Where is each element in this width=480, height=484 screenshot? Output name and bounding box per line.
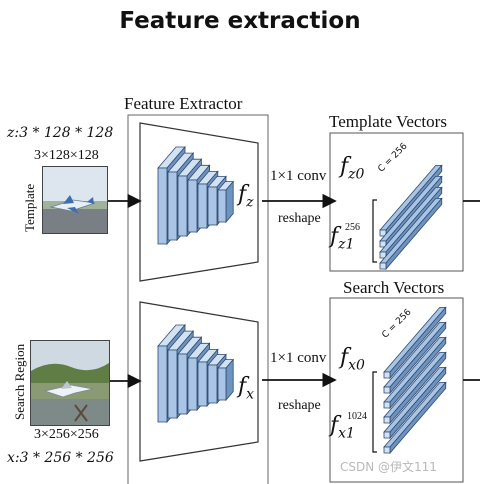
cnn-layer-front — [207, 364, 218, 404]
vector-bar-end — [379, 262, 387, 270]
template-vector-label-top: fz0 — [340, 154, 365, 183]
search-conv-label: 1×1 conv — [270, 350, 327, 366]
template-image — [42, 166, 108, 234]
search-vector-label-bottom: fx1 — [330, 413, 355, 442]
template-vector-label-bottom: fz1 — [330, 224, 355, 253]
template-vector-bars — [379, 164, 443, 271]
cnn-layer-front — [207, 186, 218, 226]
watermark: CSDN @伊文111 — [340, 460, 437, 474]
vector-bar-end — [383, 431, 391, 439]
search-count-bracket — [372, 371, 377, 453]
search-vector-subscript-top: x0 — [348, 357, 365, 374]
template-side-label: Template — [22, 183, 37, 232]
search-shape-formula: x:3 * 256 * 256 — [7, 450, 114, 466]
search-vector-subscript-bottom: x1 — [338, 425, 355, 442]
vector-bar-end — [383, 401, 391, 409]
template-shape-formula: z:3 * 128 * 128 — [7, 125, 114, 141]
feature-extractor-title: Feature Extractor — [124, 94, 243, 113]
cnn-layer-front — [167, 349, 178, 419]
cnn-layer-front — [217, 367, 227, 401]
search-output-label: fx — [238, 374, 255, 403]
cnn-layer-front — [217, 189, 227, 223]
page-title: Feature extraction — [119, 8, 361, 34]
cnn-layer-front — [197, 183, 208, 229]
template-extractor-funnel — [139, 122, 259, 282]
search-cnn-stack — [157, 323, 235, 424]
cnn-layer-front — [187, 357, 198, 411]
template-conv-label: 1×1 conv — [270, 168, 327, 184]
cnn-layer-front — [157, 167, 168, 245]
cnn-layer-front — [157, 345, 168, 423]
cnn-layer-front — [177, 175, 188, 237]
search-size-label: 3×256×256 — [34, 427, 99, 442]
vector-bar-end — [383, 386, 391, 394]
vector-bar-end — [383, 416, 391, 424]
template-reshape-label: reshape — [278, 211, 321, 226]
search-side-label: Search Region — [12, 343, 27, 420]
vector-bar-end — [383, 371, 391, 379]
template-output-subscript: z — [246, 194, 254, 211]
template-count-bracket — [372, 199, 377, 263]
template-vector-subscript-bottom: z1 — [338, 236, 355, 253]
template-cnn-stack — [157, 145, 235, 246]
cnn-layer-front — [167, 171, 178, 241]
search-count-label: 1024 — [347, 411, 367, 422]
search-vectors-box — [329, 297, 464, 483]
template-output-label: fz — [238, 182, 254, 211]
search-vector-bars — [383, 306, 447, 455]
search-vector-label-top: fx0 — [340, 345, 365, 374]
search-extractor-funnel — [139, 301, 259, 462]
cnn-layer-front — [187, 179, 198, 233]
feature-extractor-box — [127, 114, 269, 484]
template-vector-subscript-top: z0 — [348, 166, 365, 183]
template-count-label: 256 — [345, 222, 360, 233]
search-region-image — [30, 340, 110, 426]
search-reshape-label: reshape — [278, 398, 321, 413]
cnn-layer-front — [177, 353, 188, 415]
search-vectors-title: Search Vectors — [343, 278, 445, 297]
search-region-scene — [31, 341, 109, 425]
template-image-scene — [43, 167, 107, 233]
cnn-layer-front — [197, 361, 208, 407]
template-size-label: 3×128×128 — [34, 148, 99, 163]
vector-bar-end — [383, 446, 391, 454]
template-vectors-title: Template Vectors — [329, 112, 447, 131]
search-output-subscript: x — [246, 386, 255, 403]
